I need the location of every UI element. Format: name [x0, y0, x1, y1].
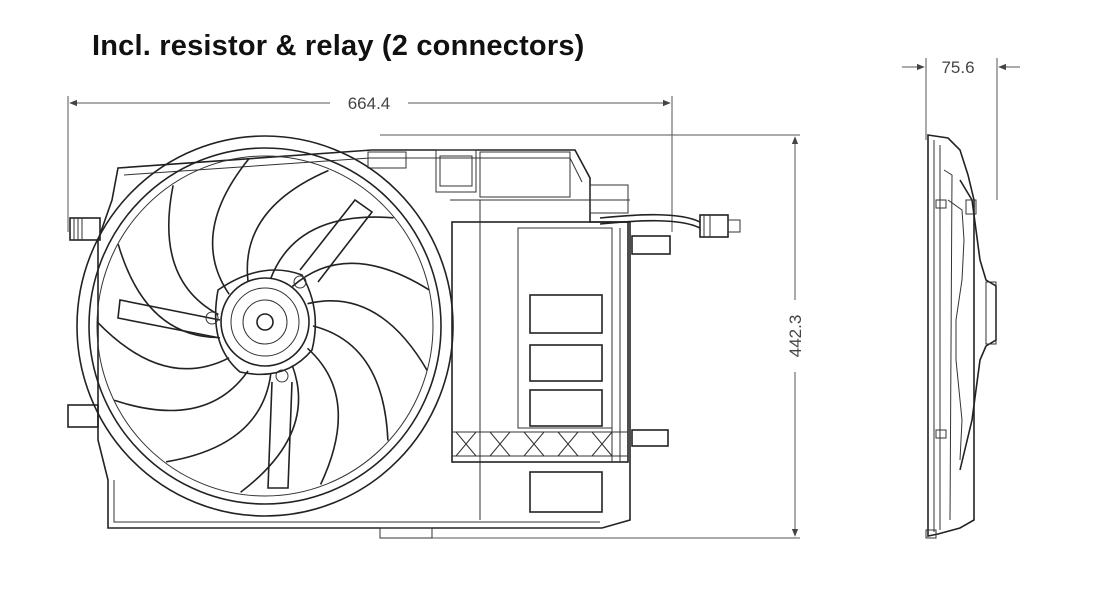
height-label: 442.3 [786, 315, 805, 358]
depth-dimension: 75.6 [902, 58, 1020, 200]
height-dimension: 442.3 [380, 134, 805, 539]
mounting-lugs [67, 217, 671, 539]
fan-motor-hub [205, 269, 317, 383]
fan-blade [307, 300, 428, 371]
side-view [925, 134, 997, 539]
depth-label: 75.6 [941, 58, 974, 77]
fan-blade [246, 169, 329, 282]
resistor-relay-module [451, 221, 629, 513]
fan-blade [312, 325, 389, 441]
fan-blade [114, 370, 249, 412]
fan-spokes [117, 198, 374, 489]
fan-blade [211, 158, 250, 295]
fan-blade [165, 373, 272, 463]
drawing-title: Incl. resistor & relay (2 connectors) [92, 30, 585, 62]
fan-blade [270, 216, 394, 279]
fan-blade [291, 262, 430, 291]
connector-cable [599, 213, 741, 238]
fan-blade [117, 243, 219, 339]
fan-ring [76, 135, 454, 517]
fan-blade [167, 185, 219, 316]
width-dimension: 664.4 [67, 94, 673, 232]
width-label: 664.4 [348, 94, 391, 113]
fan-blade [96, 321, 230, 370]
fan-blades [96, 158, 430, 493]
fan-blade [306, 347, 340, 485]
fan-blade [240, 365, 300, 493]
